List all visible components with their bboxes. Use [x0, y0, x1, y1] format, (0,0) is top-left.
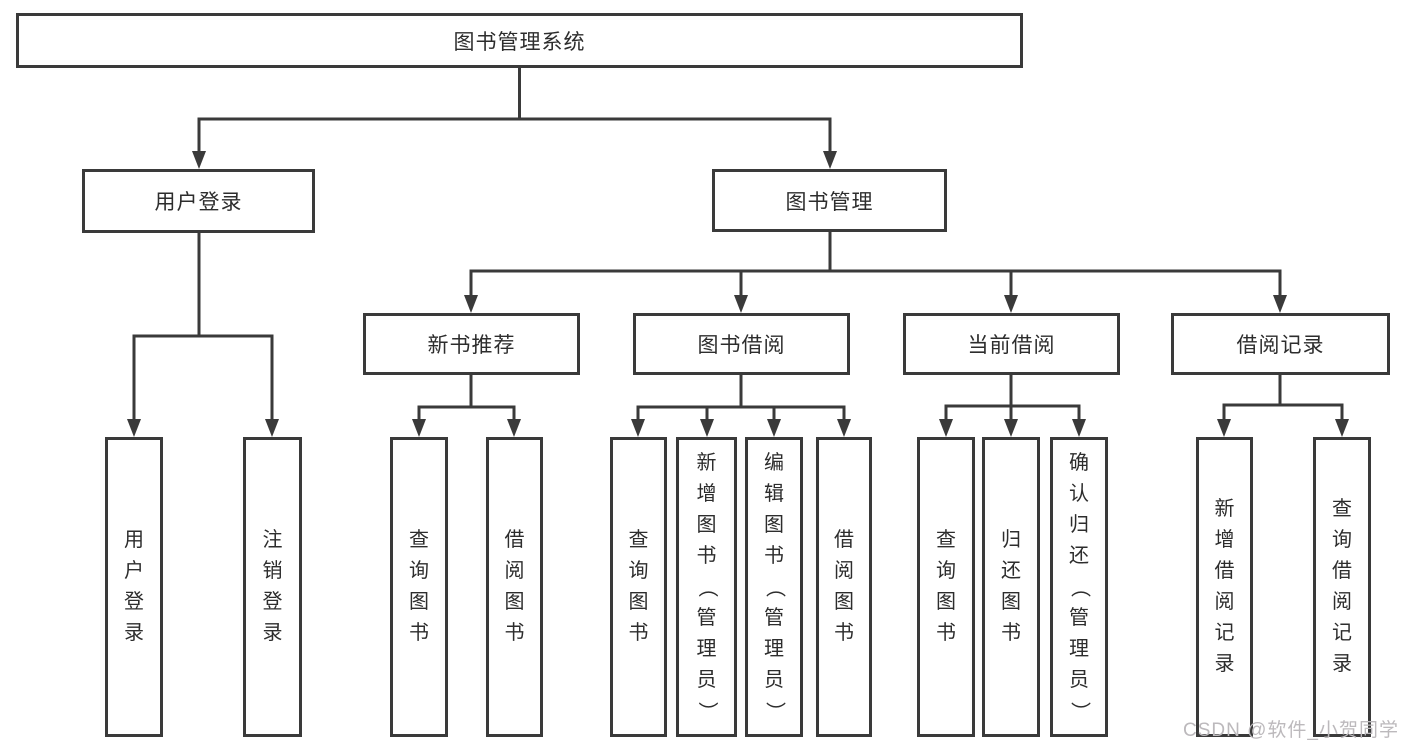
- node-root-library-management-system: 图书管理系统: [16, 13, 1023, 68]
- node-book-management: 图书管理: [712, 169, 947, 232]
- leaf-borrow-books-recommend: 借阅图书: [486, 437, 543, 737]
- leaf-add-borrow-record: 新增借阅记录: [1196, 437, 1253, 737]
- node-book-borrowing: 图书借阅: [633, 313, 850, 375]
- leaf-confirm-return-admin: 确认归还（管理员）: [1050, 437, 1108, 737]
- leaf-return-books: 归还图书: [982, 437, 1040, 737]
- leaf-query-books-recommend: 查询图书: [390, 437, 448, 737]
- connector-book-borrowing-to-leaves: [631, 373, 851, 437]
- node-new-book-recommend: 新书推荐: [363, 313, 580, 375]
- leaf-borrow-books: 借阅图书: [816, 437, 872, 737]
- leaf-user-login: 用户登录: [105, 437, 163, 737]
- connector-root-to-level2: [192, 66, 837, 169]
- leaf-add-books-admin: 新增图书（管理员）: [676, 437, 737, 737]
- leaf-query-books-current: 查询图书: [917, 437, 975, 737]
- node-current-borrowing: 当前借阅: [903, 313, 1120, 375]
- connector-user-login-to-leaves: [127, 231, 279, 437]
- leaf-logout: 注销登录: [243, 437, 302, 737]
- leaf-query-borrow-record: 查询借阅记录: [1313, 437, 1371, 737]
- connector-current-borrowing-to-leaves: [939, 373, 1086, 437]
- leaf-query-books-borrowing: 查询图书: [610, 437, 667, 737]
- leaf-edit-books-admin: 编辑图书（管理员）: [745, 437, 803, 737]
- node-borrowing-records: 借阅记录: [1171, 313, 1390, 375]
- watermark-text: CSDN @软件_小贺同学: [1183, 720, 1399, 741]
- connector-borrowing-records-to-leaves: [1217, 373, 1349, 437]
- connector-new-book-recommend-to-leaves: [412, 373, 521, 437]
- connector-book-management-to-level3: [464, 230, 1287, 313]
- node-user-login: 用户登录: [82, 169, 315, 233]
